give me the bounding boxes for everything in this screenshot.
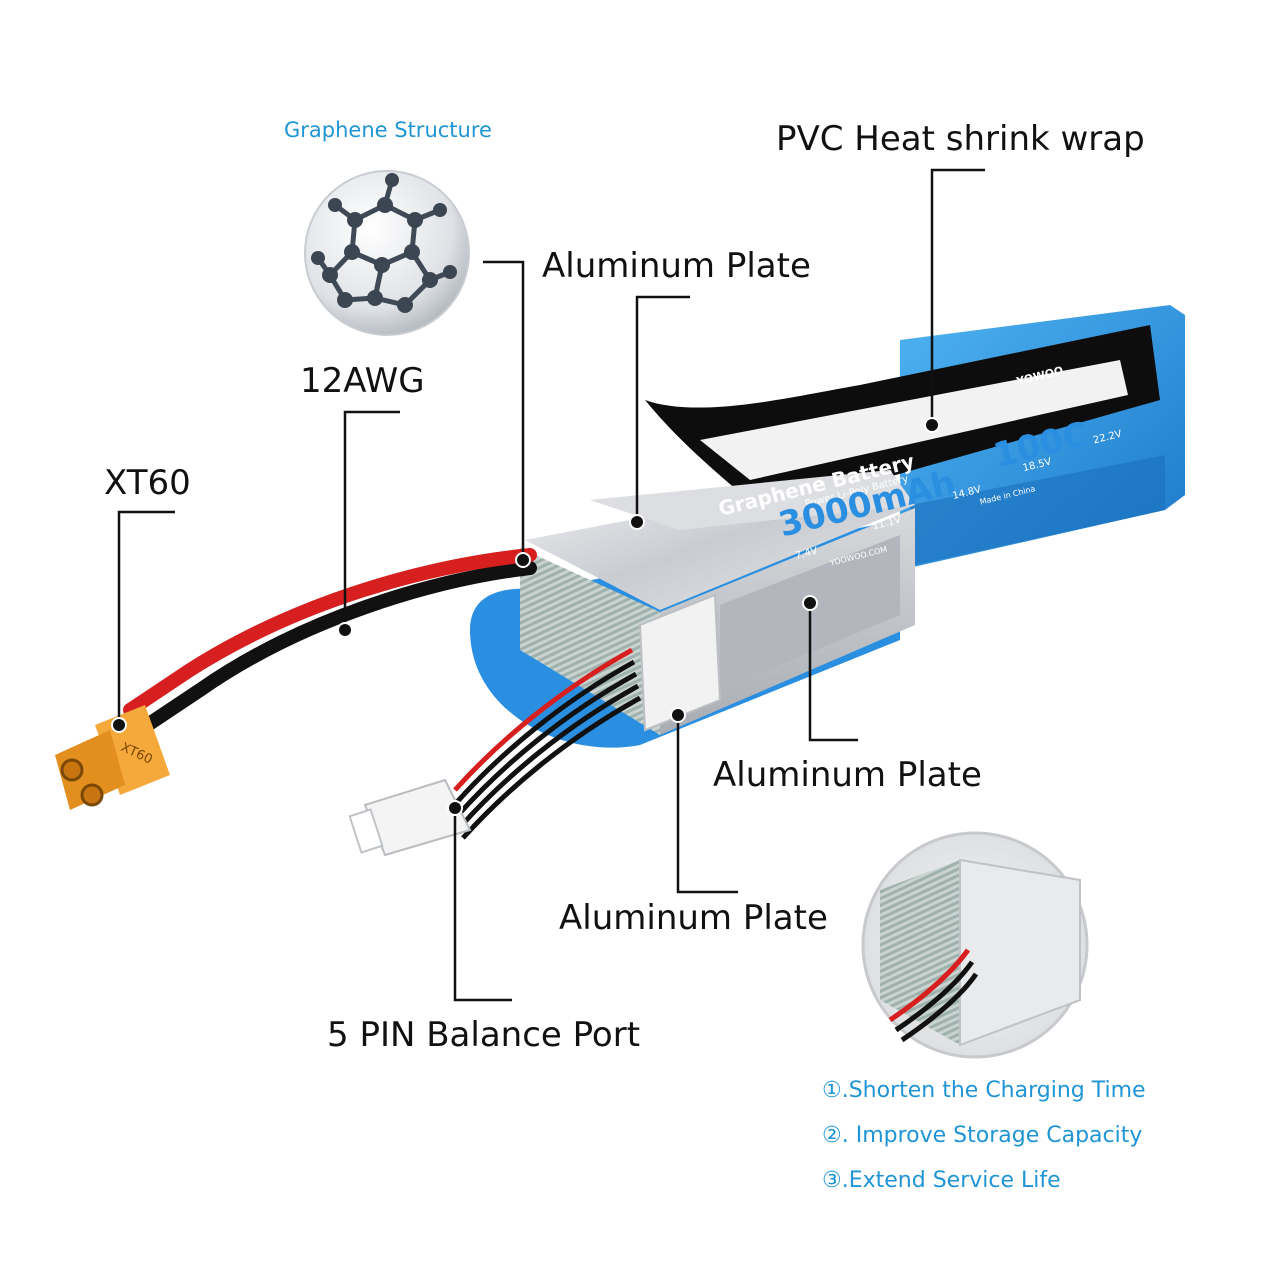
zoom-inset xyxy=(861,831,1089,1059)
graphene-sphere xyxy=(304,170,470,336)
graphene-structure-title: Graphene Structure xyxy=(284,118,492,142)
benefit-item-2: ②. Improve Storage Capacity xyxy=(822,1123,1143,1148)
label-pvc-heat-shrink-wrap: PVC Heat shrink wrap xyxy=(776,119,1145,159)
battery-voltage-1: 7.4V xyxy=(794,546,819,562)
benefit-item-1: ①.Shorten the Charging Time xyxy=(822,1078,1146,1103)
label-xt60: XT60 xyxy=(104,463,191,503)
label-aluminum-plate-right: Aluminum Plate xyxy=(713,755,982,795)
leader-lines xyxy=(111,168,985,1002)
balance-plug xyxy=(348,778,472,857)
power-wires xyxy=(123,548,537,737)
label-5-pin-balance-port: 5 PIN Balance Port xyxy=(327,1015,641,1055)
label-aluminum-plate-bottom: Aluminum Plate xyxy=(559,898,828,938)
label-aluminum-plate-top: Aluminum Plate xyxy=(542,246,811,286)
label-12awg: 12AWG xyxy=(300,361,425,401)
balance-wires xyxy=(453,647,642,840)
benefit-item-3: ③.Extend Service Life xyxy=(822,1168,1061,1193)
battery-pack xyxy=(470,305,1185,748)
